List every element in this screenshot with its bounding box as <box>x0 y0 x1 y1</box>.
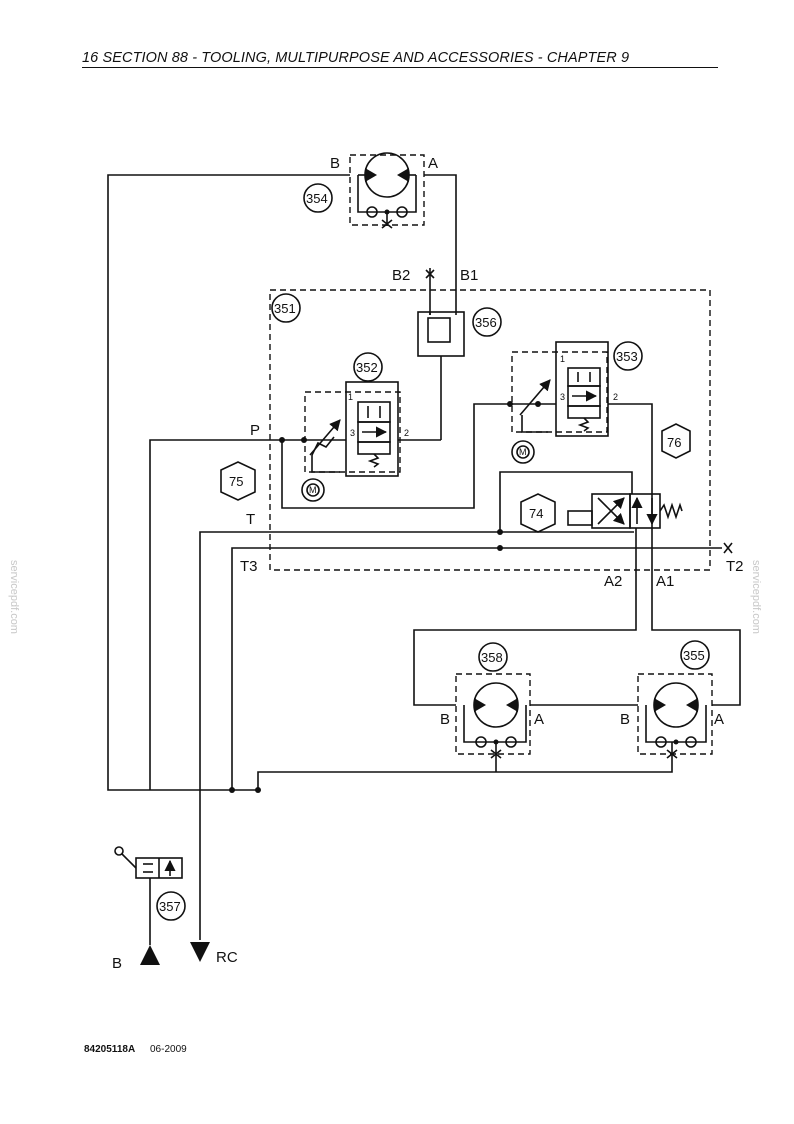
tag-357: 357 <box>159 899 181 914</box>
tag-353: 353 <box>616 349 638 364</box>
valve-353 <box>511 341 609 464</box>
port-label-355-b: B <box>620 711 630 728</box>
port-label-355-a: A <box>714 711 724 728</box>
footer-date: 06-2009 <box>150 1044 187 1055</box>
port-label-358-a: A <box>534 711 544 728</box>
motor-358 <box>455 673 531 759</box>
valve-block-351 <box>269 289 711 571</box>
component-tag-351: 351 <box>271 293 301 323</box>
component-tag-75: 75 <box>220 461 256 501</box>
motor-353-m-label: M <box>519 447 527 457</box>
valve-353-port-1: 1 <box>560 354 565 364</box>
tag-76: 76 <box>667 435 681 450</box>
tag-75: 75 <box>229 474 243 489</box>
outlet-b-arrow <box>140 945 160 965</box>
port-label-a1: A1 <box>656 573 674 590</box>
valve-352-port-3: 3 <box>350 428 355 438</box>
tag-352: 352 <box>356 360 378 375</box>
valve-352-port-2: 2 <box>404 428 409 438</box>
port-label-358-b: B <box>440 711 450 728</box>
valve-353-port-2: 2 <box>613 392 618 402</box>
motor-354 <box>349 152 425 229</box>
outlet-label-b: B <box>112 955 122 972</box>
component-tag-356: 356 <box>472 307 502 337</box>
component-tag-353: 353 <box>613 341 643 371</box>
port-label-top-a: A <box>428 155 438 172</box>
port-label-b1: B1 <box>460 267 478 284</box>
footer-code: 84205118A <box>84 1044 136 1055</box>
tag-74: 74 <box>529 506 543 521</box>
component-tag-352: 352 <box>353 352 383 382</box>
tag-354: 354 <box>306 191 328 206</box>
outlet-label-rc: RC <box>216 949 238 966</box>
valve-352 <box>301 381 401 502</box>
page-header: 16 SECTION 88 - TOOLING, MULTIPURPOSE AN… <box>82 50 718 68</box>
component-tag-357: 357 <box>156 891 186 921</box>
component-tag-355: 355 <box>680 640 710 670</box>
directional-valve <box>567 493 683 529</box>
component-tag-74: 74 <box>520 493 556 533</box>
motor-352-m-label: M <box>309 485 317 495</box>
port-label-top-b: B <box>330 155 340 172</box>
valve-352-port-1: 1 <box>348 392 353 402</box>
tag-355: 355 <box>683 648 705 663</box>
port-label-b2: B2 <box>392 267 410 284</box>
valve-357 <box>114 846 183 879</box>
port-label-p: P <box>250 422 260 439</box>
motor-355 <box>637 673 713 759</box>
tag-358: 358 <box>481 650 503 665</box>
port-label-t: T <box>246 511 255 528</box>
outlet-rc-arrow <box>190 942 210 962</box>
component-tag-354: 354 <box>303 183 333 213</box>
tag-351: 351 <box>274 301 296 316</box>
component-tag-76: 76 <box>661 423 691 459</box>
tag-356: 356 <box>475 315 497 330</box>
valve-353-port-3: 3 <box>560 392 565 402</box>
port-label-a2: A2 <box>604 573 622 590</box>
port-label-t2: T2 <box>726 558 744 575</box>
component-356 <box>417 311 465 440</box>
port-label-t3: T3 <box>240 558 258 575</box>
component-tag-358: 358 <box>478 642 508 672</box>
